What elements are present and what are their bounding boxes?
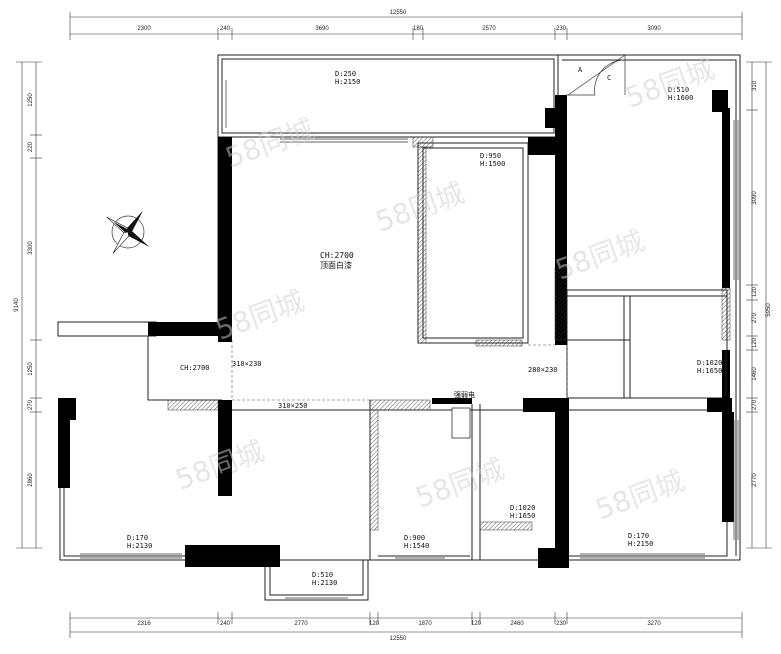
- room-label-line: D:1020: [697, 359, 722, 367]
- dim-left-seg-3: 1250: [28, 362, 34, 376]
- room-label-center: D:950 H:1500: [480, 152, 505, 168]
- room-label-line: H:1650: [510, 512, 535, 520]
- room-label-line: H:1500: [480, 160, 505, 168]
- equipment-label: 强弱电: [454, 390, 475, 399]
- dim-bottom-seg-8: 3270: [647, 621, 661, 627]
- dim-top-seg-1: 240: [220, 26, 231, 32]
- room-label-line: H:1650: [697, 367, 722, 375]
- beam-label-mid: 310×250: [278, 402, 308, 410]
- room-label-line: H:2130: [127, 542, 152, 550]
- room-label-line: H:2150: [628, 540, 653, 548]
- room-label-line: 顶面白漆: [320, 260, 352, 270]
- dim-bottom-total: 12550: [390, 636, 407, 642]
- dim-right-seg-1: 3090: [752, 191, 758, 205]
- room-label-top-right: D:510 H:1600: [668, 86, 693, 102]
- dim-right-seg-5: 1460: [752, 367, 758, 381]
- watermark-text: 58同城: [221, 112, 318, 174]
- dim-right-total: 5950: [766, 303, 772, 317]
- dim-right-seg-4: 120: [752, 337, 758, 348]
- room-label-line: D:250: [335, 70, 356, 78]
- dim-top-seg-4: 2570: [482, 26, 496, 32]
- room-label-line: D:170: [127, 534, 148, 542]
- room-label-bay-window: D:510 H:2130: [312, 571, 337, 587]
- dim-right-seg-2: 120: [752, 286, 758, 297]
- dim-top-seg-6: 3090: [647, 26, 661, 32]
- watermark-text: 58同城: [591, 464, 688, 526]
- beam-label-right: 280×230: [528, 366, 558, 374]
- room-label-bedroom-right: D:170 H:2150: [628, 532, 653, 548]
- room-label-balcony-top: D:250 H:2150: [335, 70, 360, 86]
- dim-top-total: 12550: [390, 10, 407, 16]
- room-label-bath-bottom: D:1020 H:1650: [510, 504, 535, 520]
- room-label-entry: CH:2700: [180, 364, 210, 372]
- door-swings: [566, 54, 626, 96]
- dim-left-seg-0: 1250: [28, 93, 34, 107]
- room-label-line: H:1540: [404, 542, 429, 550]
- equipment-box: [451, 407, 471, 439]
- dim-top-seg-5: 230: [556, 26, 567, 32]
- dimension-right: [746, 61, 772, 549]
- room-label-line: D:900: [404, 534, 425, 542]
- room-label-line: D:170: [628, 532, 649, 540]
- dim-right-seg-3: 270: [752, 312, 758, 323]
- dim-right-seg-0: 310: [752, 80, 758, 91]
- room-label-mid-bottom: D:900 H:1540: [404, 534, 429, 550]
- dim-right-segments: 310 3090 120 270 120 1460 270 2770: [752, 80, 758, 486]
- door-mark-a: A: [578, 66, 583, 74]
- dim-left-seg-2: 3300: [28, 241, 34, 255]
- dim-bottom-seg-1: 240: [220, 621, 231, 627]
- room-label-line: H:2130: [312, 579, 337, 587]
- dim-top-segments: 2300 240 3690 180 2570 230 3090: [137, 26, 661, 32]
- room-label-bath-right: D:1020 H:1650: [697, 359, 722, 375]
- compass-icon: [106, 210, 150, 254]
- room-label-line: H:1600: [668, 94, 693, 102]
- room-label-line: D:510: [312, 571, 333, 579]
- door-mark-c: C: [607, 74, 611, 82]
- dim-left-seg-5: 2860: [28, 473, 34, 487]
- dim-left-segments: 1250 220 3300 1250 270 2860: [28, 93, 34, 487]
- dim-top-seg-2: 3690: [315, 26, 329, 32]
- beam-label-left: 310×230: [232, 360, 262, 368]
- dim-top-seg-0: 2300: [137, 26, 151, 32]
- dim-bottom-seg-2: 2770: [294, 621, 308, 627]
- dim-bottom-seg-0: 2316: [137, 621, 151, 627]
- dimension-top: [69, 12, 743, 40]
- dim-left-seg-4: 270: [28, 399, 34, 410]
- dim-bottom-seg-4: 1870: [418, 621, 432, 627]
- dim-bottom-seg-6: 2460: [510, 621, 524, 627]
- room-label-bedroom-left: D:170 H:2130: [127, 534, 152, 550]
- dim-right-seg-7: 2770: [752, 473, 758, 487]
- room-label-line: D:950: [480, 152, 501, 160]
- watermark-group: 58同城 58同城 58同城 58同城 58同城 58同城 58同城 58同城: [171, 52, 718, 526]
- room-label-line: CH:2700: [320, 251, 354, 260]
- dim-bottom-segments: 2316 240 2770 120 1870 120 2460 230 3270: [137, 621, 661, 627]
- room-label-line: D:1020: [510, 504, 535, 512]
- room-label-line: D:510: [668, 86, 689, 94]
- watermark-text: 58同城: [411, 452, 508, 514]
- dim-left-total: 9140: [14, 298, 20, 312]
- dim-bottom-seg-7: 230: [556, 621, 567, 627]
- dim-top-seg-3: 180: [413, 26, 424, 32]
- beam-lines: [231, 340, 568, 401]
- room-label-living: CH:2700 顶面白漆: [320, 251, 354, 270]
- watermark-text: 58同城: [621, 52, 718, 114]
- dim-bottom-seg-5: 120: [471, 621, 482, 627]
- hatched-walls: [167, 136, 731, 531]
- windows: [80, 80, 739, 599]
- dim-right-seg-6: 270: [752, 399, 758, 410]
- dimension-left: [16, 61, 42, 549]
- dim-bottom-seg-3: 120: [369, 621, 380, 627]
- room-label-line: CH:2700: [180, 364, 210, 372]
- dimension-bottom: [69, 612, 743, 638]
- room-label-line: H:2150: [335, 78, 360, 86]
- dim-left-seg-1: 220: [28, 141, 34, 152]
